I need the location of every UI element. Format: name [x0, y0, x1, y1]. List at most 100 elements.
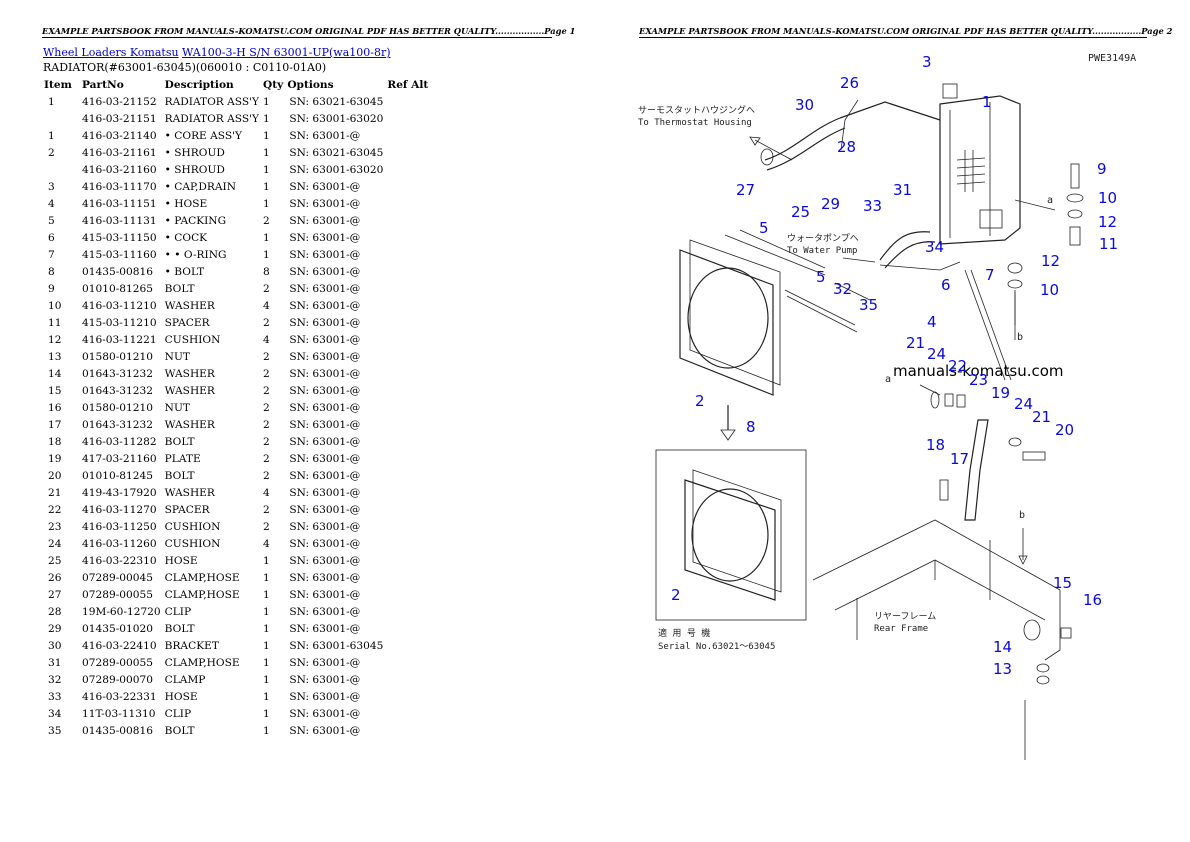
cell-item: 1 [48, 95, 55, 108]
cell-options: SN: 63001-@ [289, 180, 361, 193]
cell-description: SPACER [164, 503, 210, 516]
cell-options: SN: 63001-63020 [289, 163, 384, 176]
cell-options: SN: 63021-63045 [289, 95, 384, 108]
cell-refalt [385, 365, 430, 382]
cell-options: SN: 63001-@ [289, 214, 361, 227]
cell-partno: 416-03-11260 [82, 537, 157, 550]
cell-item: 32 [48, 673, 62, 686]
mount-fasteners-drawing [964, 163, 1084, 381]
cell-options: SN: 63001-@ [289, 537, 361, 550]
cell-refalt [385, 586, 430, 603]
cell-partno: 19M-60-12720 [82, 605, 161, 618]
callout-9: 9 [1097, 160, 1107, 178]
rear-frame-label: Rear Frame [874, 624, 928, 634]
cell-qty: 1 [263, 197, 270, 210]
cell-item: 29 [48, 622, 62, 635]
cell-description: PLATE [164, 452, 201, 465]
cell-partno: 07289-00055 [82, 656, 153, 669]
cell-refalt [385, 297, 430, 314]
cell-item: 21 [48, 486, 62, 499]
cell-description: BOLT [164, 469, 195, 482]
breadcrumb-link-model[interactable]: WA100-3-H S/N 63001-UP(wa100-8r) [182, 46, 391, 59]
cell-options: SN: 63001-@ [289, 520, 361, 533]
cell-qty: 2 [263, 401, 270, 414]
cell-partno: 416-03-11131 [82, 214, 157, 227]
callout-20: 20 [1055, 421, 1074, 439]
cell-description: CLIP [164, 707, 192, 720]
cell-options: SN: 63001-@ [289, 197, 361, 210]
cell-item: 26 [48, 571, 62, 584]
cell-options: SN: 63001-@ [289, 690, 361, 703]
cell-refalt [385, 637, 430, 654]
cell-refalt [385, 110, 430, 127]
callout-24-lower: 24 [1014, 395, 1033, 413]
cell-qty: 2 [263, 469, 270, 482]
col-header-description: Description [164, 78, 234, 91]
to-water-pump-label: To Water Pump [787, 246, 857, 256]
cell-refalt [385, 416, 430, 433]
callout-5-upper: 5 [759, 219, 769, 237]
cell-partno: 416-03-21160 [82, 163, 157, 176]
cell-qty: 2 [263, 503, 270, 516]
cell-options: SN: 63001-@ [289, 418, 361, 431]
col-header-partno: PartNo [82, 78, 124, 91]
cell-description: NUT [164, 401, 190, 414]
cell-refalt [385, 178, 430, 195]
cell-description: CUSHION [164, 537, 221, 550]
cell-partno: 416-03-21161 [82, 146, 157, 159]
cell-partno: 01435-00816 [82, 265, 153, 278]
inset-box [655, 449, 807, 621]
cell-partno: 01010-81265 [82, 282, 153, 295]
cell-qty: 1 [263, 95, 270, 108]
cell-qty: 1 [263, 248, 270, 261]
cell-item: 22 [48, 503, 62, 516]
breadcrumb-link-category[interactable]: Wheel Loaders Komatsu [43, 46, 179, 59]
cell-description: • BOLT [164, 265, 205, 278]
cell-refalt [385, 348, 430, 365]
serial-label-jp: 適 用 号 機 [658, 627, 710, 639]
cell-qty: 1 [263, 129, 270, 142]
cell-options: SN: 63001-@ [289, 282, 361, 295]
cell-item: 24 [48, 537, 62, 550]
cell-description: WASHER [164, 418, 215, 431]
cell-description: CLAMP [164, 673, 206, 686]
cell-partno: 416-03-11210 [82, 299, 157, 312]
ref-b-label-top: b [1017, 332, 1023, 343]
cell-item: 19 [48, 452, 62, 465]
cell-item: 3 [48, 180, 55, 193]
cell-refalt [385, 161, 430, 178]
cell-item: 30 [48, 639, 62, 652]
cell-options: SN: 63001-@ [289, 384, 361, 397]
cell-qty: 1 [263, 571, 270, 584]
to-thermostat-label-jp: サーモスタットハウジングへ [638, 104, 755, 116]
cell-qty: 2 [263, 520, 270, 533]
cell-qty: 1 [263, 690, 270, 703]
cell-options: SN: 63001-@ [289, 622, 361, 635]
cell-qty: 4 [263, 537, 270, 550]
callout-35: 35 [859, 296, 878, 314]
cell-item: 1 [48, 129, 55, 142]
cell-description: • SHROUD [164, 146, 225, 159]
cell-description: BOLT [164, 622, 195, 635]
cell-options: SN: 63021-63045 [289, 146, 384, 159]
cell-partno: 415-03-11160 [82, 248, 157, 261]
cell-description: • PACKING [164, 214, 227, 227]
cell-item: 34 [48, 707, 62, 720]
callout-34: 34 [925, 238, 944, 256]
cell-refalt [385, 212, 430, 229]
callout-2: 2 [695, 392, 705, 410]
callout-33: 33 [863, 197, 882, 215]
cell-description: BOLT [164, 282, 195, 295]
cell-partno: 417-03-21160 [82, 452, 157, 465]
